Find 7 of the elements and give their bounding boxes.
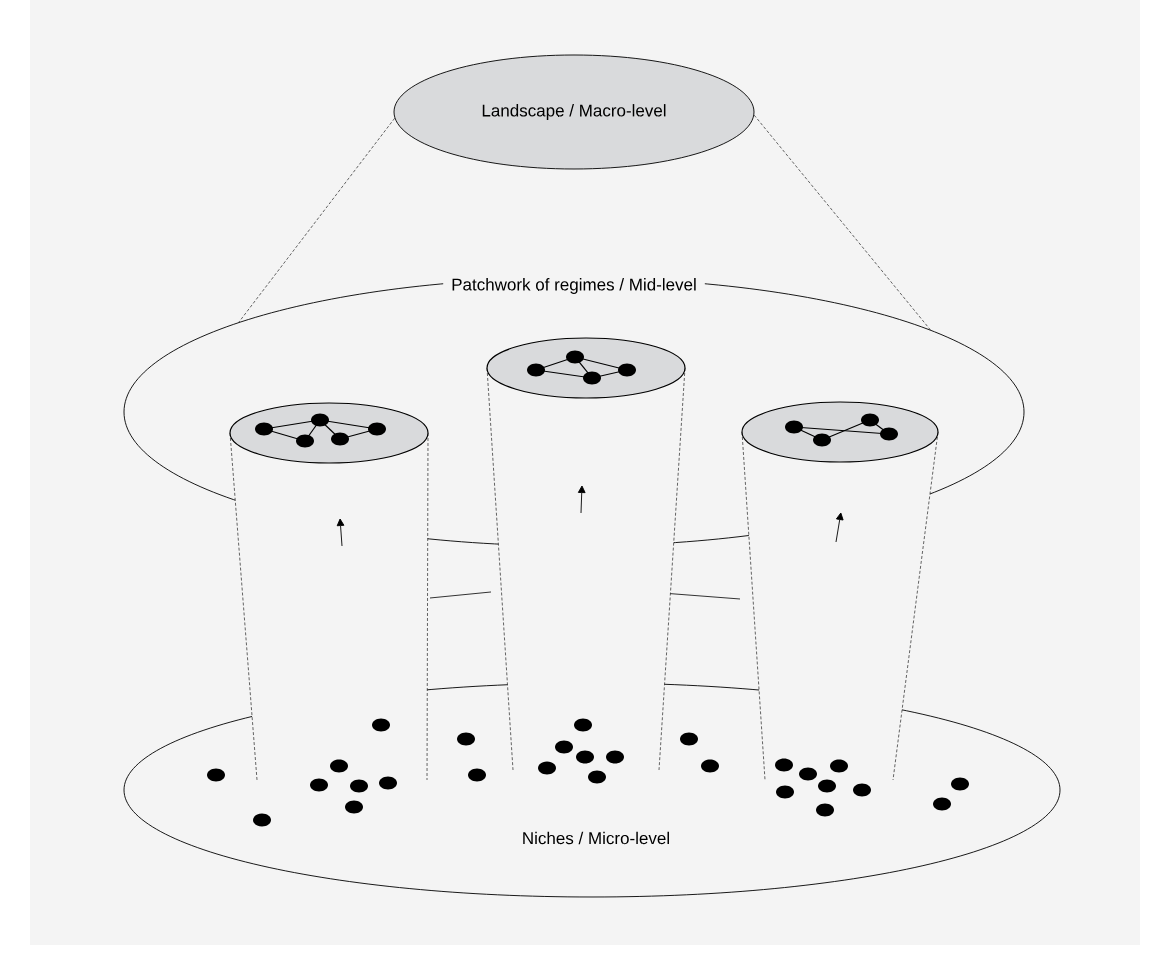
cylinder xyxy=(741,401,939,781)
landscape-ellipse xyxy=(393,54,755,170)
level-label: Patchwork of regimes / Mid-level xyxy=(452,278,696,294)
level-label: Landscape / Macro-level xyxy=(482,104,666,120)
cylinder xyxy=(229,402,429,781)
cylinder xyxy=(486,337,686,771)
level-label: Niches / Micro-level xyxy=(523,831,669,845)
